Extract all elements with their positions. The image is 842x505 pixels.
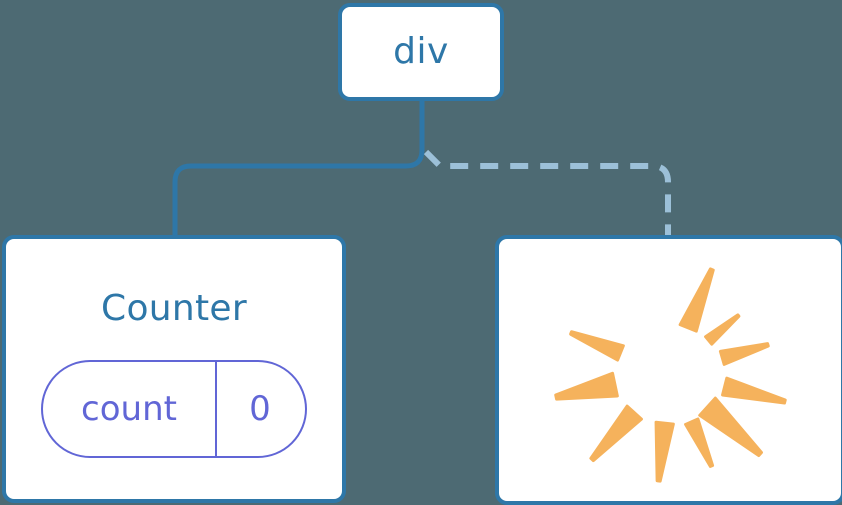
sparkle-spike-9 (569, 330, 625, 362)
sparkle-spike-0 (678, 267, 715, 333)
connector-div-to-sparkle (423, 149, 671, 235)
sparkle-spike-2 (718, 342, 770, 366)
node-div-label: div (393, 31, 449, 72)
sparkle-icon (554, 267, 787, 483)
sparkle-spike-group (554, 267, 787, 483)
state-key-label: count (81, 389, 177, 429)
node-sparkle-burst[interactable] (495, 235, 842, 505)
sparkle-spike-6 (654, 420, 675, 483)
node-div[interactable]: div (338, 3, 504, 101)
node-counter-label: Counter (101, 288, 247, 329)
sparkle-spike-7 (589, 404, 643, 463)
sparkle-spike-5 (684, 417, 715, 468)
state-pill-count[interactable]: count 0 (41, 360, 307, 458)
node-counter[interactable]: Counter count 0 (2, 235, 346, 503)
sparkle-spike-1 (704, 313, 741, 346)
connector-div-to-counter (172, 98, 425, 238)
sparkle-spike-8 (554, 371, 619, 401)
sparkle-spike-4 (698, 396, 763, 458)
sparkle-spike-3 (721, 376, 787, 405)
state-pill-divider (215, 362, 217, 456)
state-value-label: 0 (249, 389, 271, 429)
